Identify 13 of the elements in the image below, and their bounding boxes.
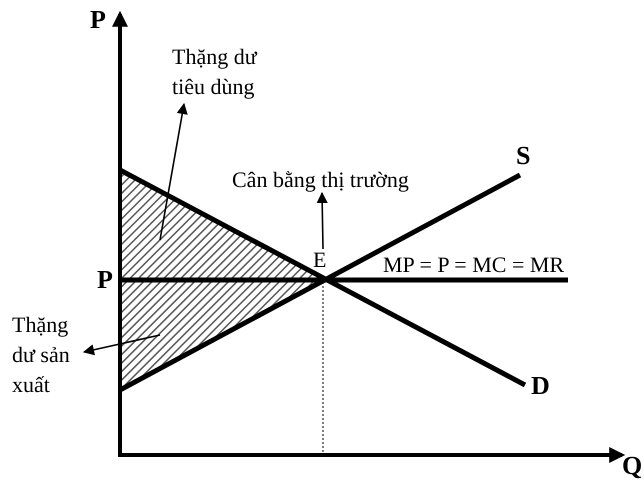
price-axis-label: P bbox=[90, 6, 106, 34]
supply-label: S bbox=[516, 142, 530, 170]
demand-label: D bbox=[531, 372, 550, 400]
price-label: P bbox=[97, 266, 113, 294]
equilibrium-label: Cân bằng thị trường bbox=[232, 168, 462, 192]
consumer-surplus-label: Thặng dư tiêu dùng bbox=[172, 42, 292, 102]
leader-arrow bbox=[82, 334, 160, 356]
leader-arrow bbox=[316, 192, 328, 250]
equilibrium-point-label: E bbox=[313, 249, 333, 271]
leader-arrow bbox=[159, 102, 188, 240]
quantity-axis-label: Q bbox=[622, 452, 642, 480]
equation-label: MP = P = MC = MR bbox=[383, 251, 564, 279]
producer-surplus-label: Thặng dư sản xuất bbox=[12, 310, 82, 400]
